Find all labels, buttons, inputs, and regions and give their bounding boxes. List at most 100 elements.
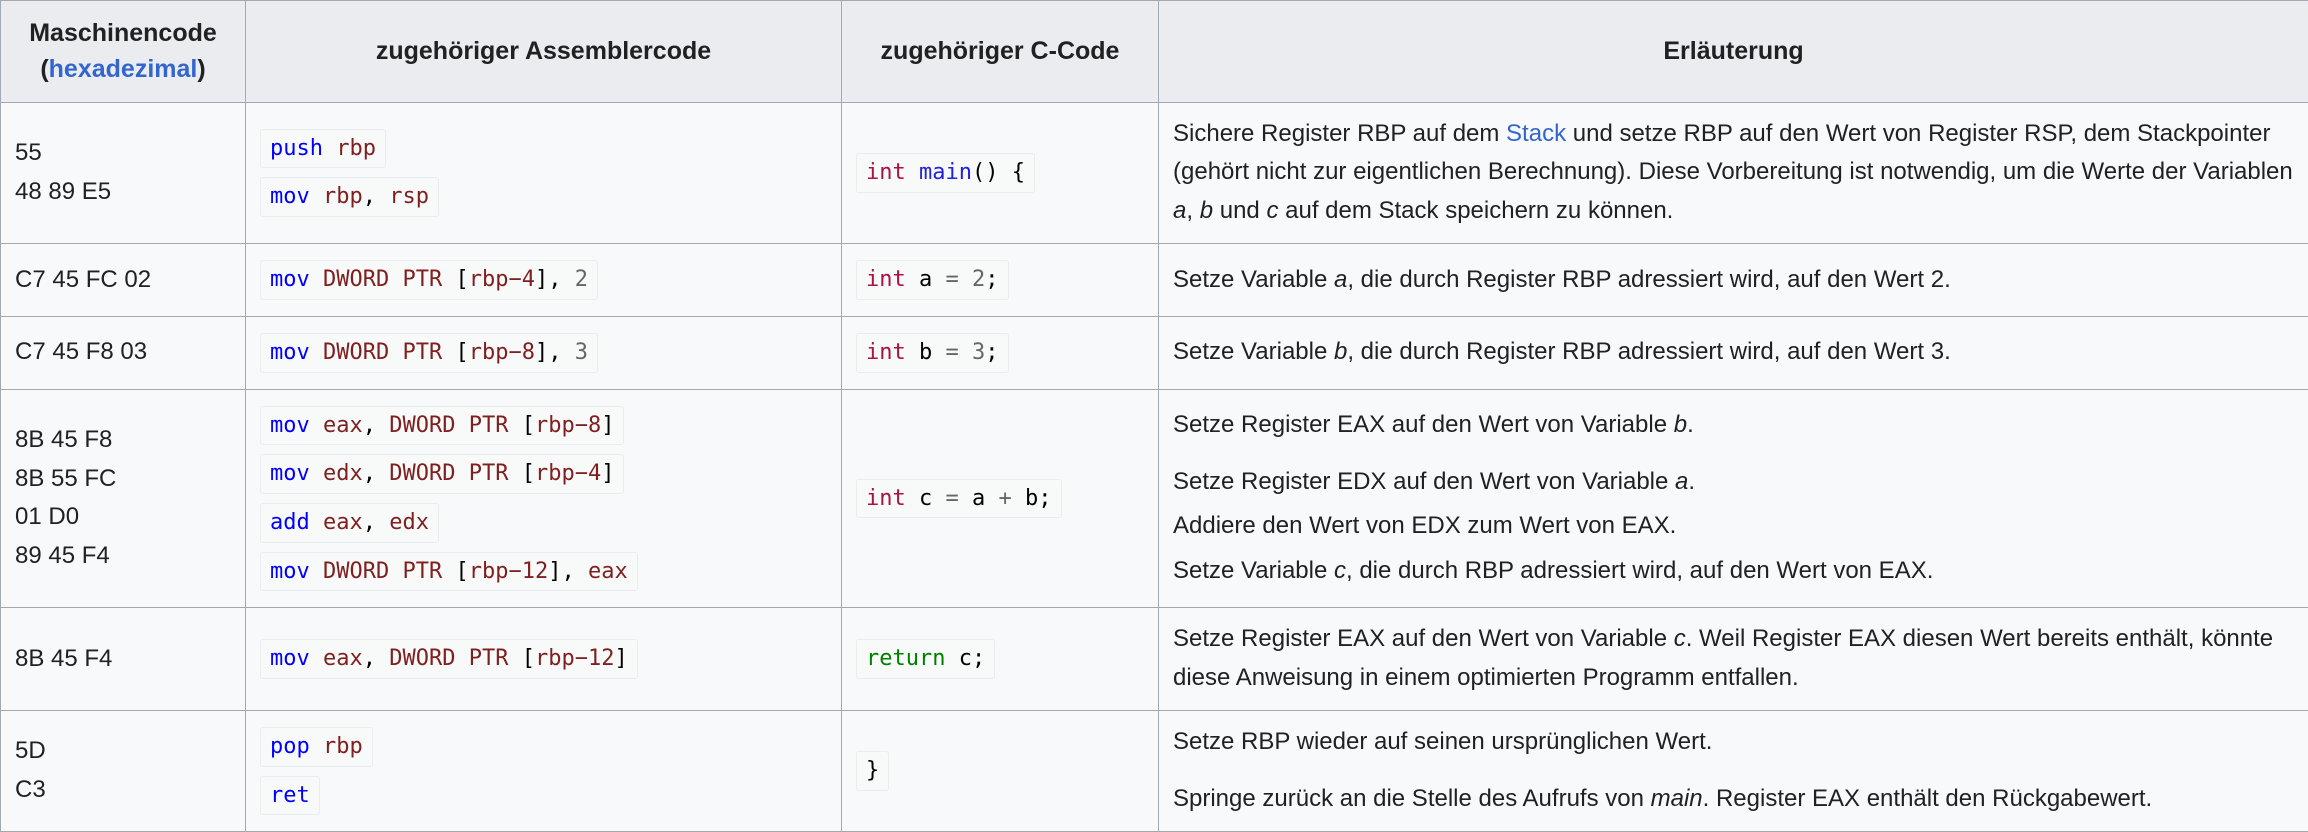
code-token: a — [919, 267, 932, 292]
assembler-code-cell: mov DWORD PTR [rbp−4], 2 — [246, 244, 842, 317]
explanation-cell: Setze Variable a, die durch Register RBP… — [1159, 244, 2308, 317]
code-token: ; — [985, 340, 998, 365]
code-token: [ — [522, 413, 535, 438]
c-code-snippet: int b = 3; — [856, 333, 1009, 373]
code-token — [310, 734, 323, 759]
explanation-paragraph: Setze Variable c, die durch RBP adressie… — [1173, 552, 2294, 591]
code-token: c — [959, 646, 972, 671]
code-token — [906, 340, 919, 365]
code-token: eax — [323, 510, 363, 535]
c-code-cell: int c = a + b; — [842, 389, 1159, 608]
code-token: rbp — [323, 734, 363, 759]
code-token — [959, 267, 972, 292]
machine-code-line: 8B 45 F8 — [15, 421, 231, 460]
machine-code-cell: C7 45 F8 03 — [1, 316, 246, 389]
hexadezimal-link[interactable]: hexadezimal — [49, 55, 198, 83]
code-token — [561, 340, 574, 365]
c-code-cell: int main() { — [842, 102, 1159, 244]
variable-name: b — [1334, 338, 1347, 365]
explanation-text: Setze Variable — [1173, 266, 1334, 293]
code-token — [575, 559, 588, 584]
code-token: mov — [270, 646, 310, 671]
assembler-code-cell: mov eax, DWORD PTR [rbp−12] — [246, 608, 842, 711]
c-code-line: int a = 2; — [856, 260, 1144, 300]
c-code-cell: return c; — [842, 608, 1159, 711]
assembler-code-cell: mov eax, DWORD PTR [rbp−8]mov edx, DWORD… — [246, 389, 842, 608]
assembler-code-cell: mov DWORD PTR [rbp−8], 3 — [246, 316, 842, 389]
code-token: ret — [270, 783, 310, 808]
variable-name: c — [1266, 197, 1278, 224]
variable-name: a — [1334, 266, 1347, 293]
explanation-paragraph: Setze Variable b, die durch Register RBP… — [1173, 333, 2294, 372]
explanation-text: . — [1688, 468, 1695, 495]
assembler-code-snippet: pop rbp — [260, 727, 373, 767]
variable-name: a — [1173, 197, 1186, 224]
code-token — [906, 486, 919, 511]
code-token: mov — [270, 559, 310, 584]
code-token — [376, 184, 389, 209]
code-token: rbp — [336, 136, 376, 161]
code-token: push — [270, 136, 323, 161]
code-token — [932, 486, 945, 511]
code-token: ; — [972, 646, 985, 671]
code-token: rbp−8 — [535, 413, 601, 438]
code-token: [ — [455, 340, 468, 365]
c-code-snippet: int a = 2; — [856, 260, 1009, 300]
code-token: [ — [522, 646, 535, 671]
code-token — [561, 267, 574, 292]
explanation-text: . Register EAX enthält den Rückgabewert. — [1703, 785, 2153, 812]
code-token: rbp−4 — [469, 267, 535, 292]
explanation-text: , — [1186, 197, 1199, 224]
code-token: edx — [323, 461, 363, 486]
machine-code-line: 89 45 F4 — [15, 537, 231, 576]
code-token: ] — [601, 461, 614, 486]
code-token: eax — [323, 646, 363, 671]
code-token: edx — [389, 510, 429, 535]
code-token: mov — [270, 461, 310, 486]
code-token: int — [866, 160, 906, 185]
code-token: mov — [270, 413, 310, 438]
c-code-snippet: return c; — [856, 639, 995, 679]
code-token — [985, 486, 998, 511]
code-token: 2 — [575, 267, 588, 292]
code-token: [ — [455, 559, 468, 584]
assembler-code-line: mov eax, DWORD PTR [rbp−12] — [260, 639, 827, 679]
code-token — [310, 340, 323, 365]
explanation-text: auf dem Stack speichern zu können. — [1278, 197, 1673, 224]
code-token: int — [866, 267, 906, 292]
assembler-code-snippet: mov DWORD PTR [rbp−12], eax — [260, 552, 638, 592]
explanation-paragraph: Setze Register EAX auf den Wert von Vari… — [1173, 406, 2294, 445]
code-token: DWORD PTR — [389, 461, 508, 486]
machine-code-line: C3 — [15, 771, 231, 810]
code-token: 2 — [972, 267, 985, 292]
variable-name: main — [1651, 785, 1703, 812]
code-token: DWORD PTR — [323, 559, 442, 584]
assembler-code-snippet: mov rbp, rsp — [260, 177, 439, 217]
code-token — [508, 646, 521, 671]
machine-code-line: 8B 55 FC — [15, 460, 231, 499]
explanation-text: Setze Variable — [1173, 338, 1334, 365]
code-token — [906, 267, 919, 292]
assembler-code-line: mov rbp, rsp — [260, 177, 827, 217]
code-token: b — [1025, 486, 1038, 511]
c-code-line: int b = 3; — [856, 333, 1144, 373]
stack-link[interactable]: Stack — [1506, 120, 1566, 147]
c-code-cell: int b = 3; — [842, 316, 1159, 389]
variable-name: a — [1675, 468, 1688, 495]
code-token — [310, 646, 323, 671]
code-token: mov — [270, 184, 310, 209]
explanation-paragraph: Addiere den Wert von EDX zum Wert von EA… — [1173, 507, 2294, 546]
assembler-code-snippet: mov DWORD PTR [rbp−4], 2 — [260, 260, 598, 300]
code-token: pop — [270, 734, 310, 759]
machine-code-line: 5D — [15, 732, 231, 771]
column-header-assembler-code: zugehöriger Assemblercode — [246, 1, 842, 103]
table-header-row: Maschinencode (hexadezimal) zugehöriger … — [1, 1, 2308, 103]
code-token: } — [866, 758, 879, 783]
